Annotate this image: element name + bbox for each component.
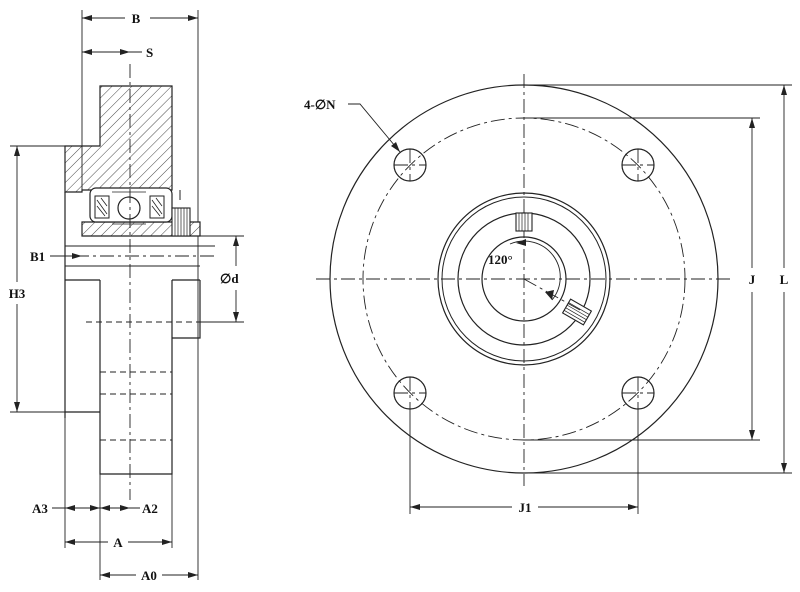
label-N: 4-∅N [304, 97, 336, 112]
set-screw-angled [561, 298, 593, 326]
dim-A0: A0 [100, 568, 198, 583]
dim-A3: A3 [32, 501, 100, 516]
dim-N: 4-∅N [304, 97, 401, 153]
angle-annotation: 120° [488, 239, 561, 301]
dim-A: A [65, 535, 172, 550]
label-A0: A0 [141, 568, 157, 583]
dim-J1: J1 [409, 409, 639, 515]
set-screw-top [515, 212, 533, 232]
set-screw-side [171, 207, 191, 237]
label-B: B [132, 11, 141, 26]
dim-A2: A2 [100, 501, 158, 516]
dim-J: J [524, 117, 760, 441]
label-A: A [113, 535, 123, 550]
front-view: 120° 4-∅N J L [304, 74, 792, 515]
dim-H3: H3 [9, 145, 65, 413]
flange-section [64, 85, 173, 197]
dim-d: ∅d [200, 235, 244, 323]
dim-B: B [81, 10, 199, 222]
label-A3: A3 [32, 501, 48, 516]
label-S: S [146, 45, 153, 60]
ball [117, 196, 141, 220]
label-L: L [780, 272, 789, 287]
dim-S: S [82, 45, 153, 60]
label-A2: A2 [142, 501, 158, 516]
dim-L: L [524, 84, 792, 474]
bearing-elements [94, 191, 165, 225]
label-B1: B1 [30, 249, 45, 264]
label-J1: J1 [519, 500, 532, 515]
side-section-view: B S H3 B1 ∅d [9, 10, 244, 583]
label-d: ∅d [220, 271, 239, 286]
dim-B1: B1 [30, 249, 82, 264]
label-H3: H3 [9, 286, 26, 301]
label-angle: 120° [488, 252, 513, 267]
label-J: J [749, 272, 756, 287]
